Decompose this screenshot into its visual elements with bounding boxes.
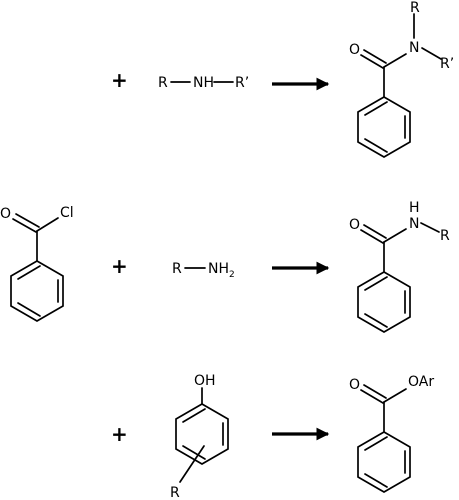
tertiary-amide-oxygen-label: O	[349, 42, 360, 58]
secondary-amide-n-label: N	[409, 216, 419, 232]
secondary-amine: R NH R’	[158, 75, 249, 91]
secondary-amine-r-label: R	[158, 75, 168, 91]
benzoyl-chloride-ring	[10, 260, 64, 322]
ester-oar-label: OAr	[408, 374, 434, 390]
tertiary-amide-c-n-bond	[383, 53, 407, 68]
secondary-amide-n-r-bond	[420, 222, 440, 233]
secondary-amide-ring	[357, 271, 411, 333]
benzoyl-chloride: O Cl	[0, 205, 74, 322]
phenol-substituent-bond	[179, 445, 205, 483]
reaction-2: + R NH2 O H N R	[111, 200, 450, 333]
ester-ring	[357, 431, 411, 493]
plus-sign-2: +	[111, 254, 128, 278]
tertiary-amide-co-double-bond-b	[363, 49, 387, 64]
secondary-amide-product: O H N R	[349, 200, 450, 333]
ester-product: O OAr	[349, 374, 434, 493]
reaction-1: + R NH R’ O N R R’	[111, 0, 454, 158]
benzoyl-chloride-co-double-bond-a	[12, 218, 37, 233]
tertiary-amide-nitrogen-label: N	[409, 40, 419, 56]
secondary-amine-nh-label: NH	[193, 75, 214, 91]
tertiary-amide-r-prime-label: R’	[440, 56, 454, 72]
secondary-amide-co-double-bond-a	[360, 229, 384, 244]
ester-co-double-bond-b	[363, 384, 387, 399]
phenol-oh-label: OH	[194, 373, 216, 389]
phenol-r-label: R	[170, 485, 180, 500]
tertiary-amide-n-r-prime-bond	[421, 47, 442, 60]
secondary-amide-oxygen-label: O	[349, 217, 360, 233]
secondary-amide-c-n-bond	[383, 228, 407, 243]
secondary-amide-co-double-bond-b	[363, 224, 387, 239]
phenol: OH R	[170, 373, 229, 500]
secondary-amide-h-label: H	[409, 200, 420, 216]
benzoyl-chloride-co-double-bond-b	[15, 213, 40, 228]
secondary-amide-r-label: R	[440, 228, 450, 244]
tertiary-amide-co-double-bond-a	[360, 54, 384, 69]
phenol-ring	[175, 403, 229, 465]
plus-sign-3: +	[111, 422, 128, 446]
primary-amine-r-label: R	[172, 261, 182, 277]
benzoyl-chloride-c-cl-bond	[36, 217, 59, 232]
tertiary-amide-ring	[357, 96, 411, 158]
ester-co-double-bond-a	[360, 389, 384, 404]
plus-sign-1: +	[111, 68, 128, 92]
primary-amine-nh-label: NH2	[208, 261, 235, 280]
secondary-amine-r-prime-label: R’	[235, 75, 249, 91]
reaction-3: + OH R O OAr	[111, 373, 434, 500]
benzoyl-chloride-chlorine-label: Cl	[60, 205, 74, 221]
benzoyl-chloride-oxygen-label: O	[0, 206, 11, 222]
primary-amine: R NH2	[172, 261, 235, 280]
ester-oxygen-label: O	[349, 377, 360, 393]
ester-c-o-bond	[383, 388, 407, 403]
tertiary-amide-product: O N R R’	[349, 0, 454, 158]
tertiary-amide-r-label: R	[410, 0, 420, 16]
